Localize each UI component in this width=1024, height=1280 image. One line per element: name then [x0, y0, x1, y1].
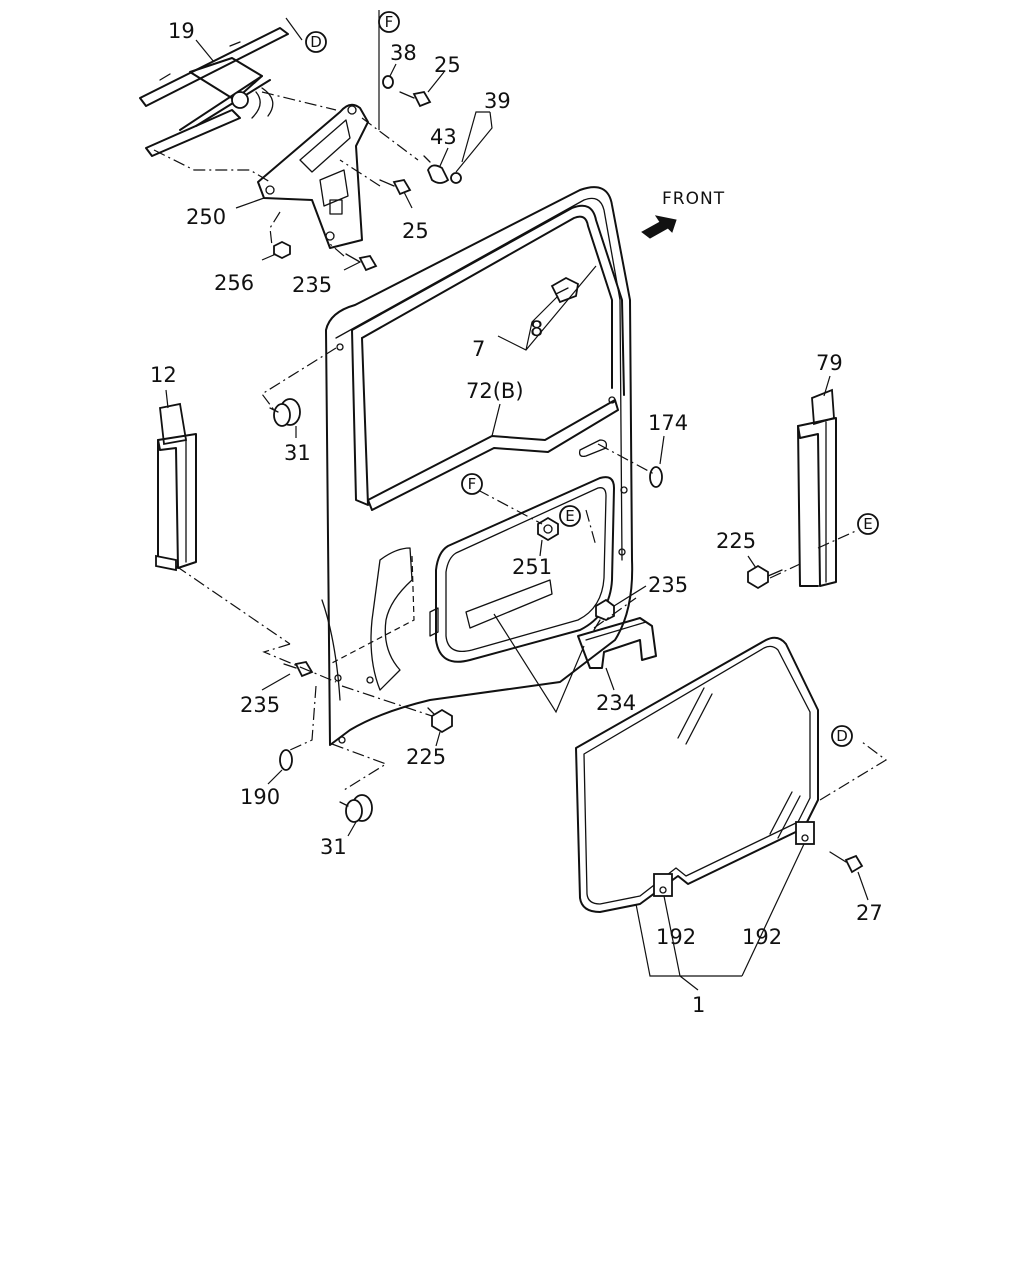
callout-25-lower: 25 — [402, 219, 429, 243]
stopper-31-bottom — [339, 794, 373, 823]
bolt-225-left — [427, 707, 453, 734]
svg-text:D: D — [310, 33, 322, 51]
bolt-27 — [829, 851, 864, 874]
callout-27: 27 — [856, 901, 883, 925]
cap-174 — [649, 466, 663, 488]
callout-190: 190 — [240, 785, 280, 809]
svg-text:F: F — [468, 475, 477, 493]
callout-72b: 72(B) — [466, 379, 524, 403]
ref-marker-d-top: D — [305, 31, 327, 53]
svg-text:F: F — [385, 13, 394, 31]
front-label: FRONT — [662, 189, 725, 209]
callout-250: 250 — [186, 205, 226, 229]
nut-256 — [273, 240, 291, 260]
svg-text:E: E — [565, 507, 574, 525]
svg-text:E: E — [863, 515, 872, 533]
door-glass-1 — [575, 636, 819, 913]
window-regulator — [139, 27, 369, 249]
callout-43: 43 — [430, 125, 457, 149]
callout-251: 251 — [512, 555, 552, 579]
callout-235-left: 235 — [240, 693, 280, 717]
channel-79 — [797, 388, 837, 587]
bolt-235-left — [283, 660, 314, 678]
callout-174: 174 — [648, 411, 688, 435]
callout-235-right: 235 — [648, 573, 688, 597]
callout-234: 234 — [596, 691, 636, 715]
callout-192-left: 192 — [656, 925, 696, 949]
reference-lines — [153, 91, 888, 801]
ref-marker-e-mid: E — [559, 505, 581, 527]
bolt-25-top — [399, 90, 432, 108]
fastener-38 — [382, 75, 394, 89]
callout-25: 25 — [434, 53, 461, 77]
stopper-31-top — [269, 398, 301, 427]
callout-12: 12 — [150, 363, 177, 387]
callout-39: 39 — [484, 89, 511, 113]
cap-190 — [279, 749, 293, 771]
callout-225-left: 225 — [406, 745, 446, 769]
callout-38: 38 — [390, 41, 417, 65]
bolt-225-right — [747, 564, 783, 590]
callout-79: 79 — [816, 351, 843, 375]
callout-8: 8 — [530, 317, 543, 341]
front-arrow-icon — [641, 215, 677, 239]
callout-7: 7 — [472, 337, 485, 361]
door-panel — [321, 186, 634, 746]
bolt-25-mid — [379, 178, 412, 196]
bracket-234 — [577, 617, 657, 669]
ref-marker-f-mid: F — [461, 473, 483, 495]
front-indicator: FRONT — [641, 189, 725, 239]
channel-12 — [155, 402, 197, 572]
callout-235-top: 235 — [292, 273, 332, 297]
callout-192-right: 192 — [742, 925, 782, 949]
callout-31-top: 31 — [284, 441, 311, 465]
callout-1: 1 — [692, 993, 705, 1017]
nut-251 — [537, 516, 559, 542]
ref-marker-f-top: F — [378, 11, 400, 33]
callout-256: 256 — [214, 271, 254, 295]
ref-marker-d-right: D — [831, 725, 853, 747]
ref-marker-e-right: E — [857, 513, 879, 535]
callout-225-right: 225 — [716, 529, 756, 553]
svg-text:D: D — [836, 727, 848, 745]
leader-lines — [165, 10, 869, 991]
bolt-235-right — [593, 598, 615, 631]
callout-19: 19 — [168, 19, 195, 43]
bolt-235-top — [345, 253, 378, 272]
callout-31-bottom: 31 — [320, 835, 347, 859]
clip-43 — [423, 155, 462, 184]
callout-labels: 19 38 25 39 43 250 25 256 235 7 8 12 72(… — [150, 19, 883, 1017]
